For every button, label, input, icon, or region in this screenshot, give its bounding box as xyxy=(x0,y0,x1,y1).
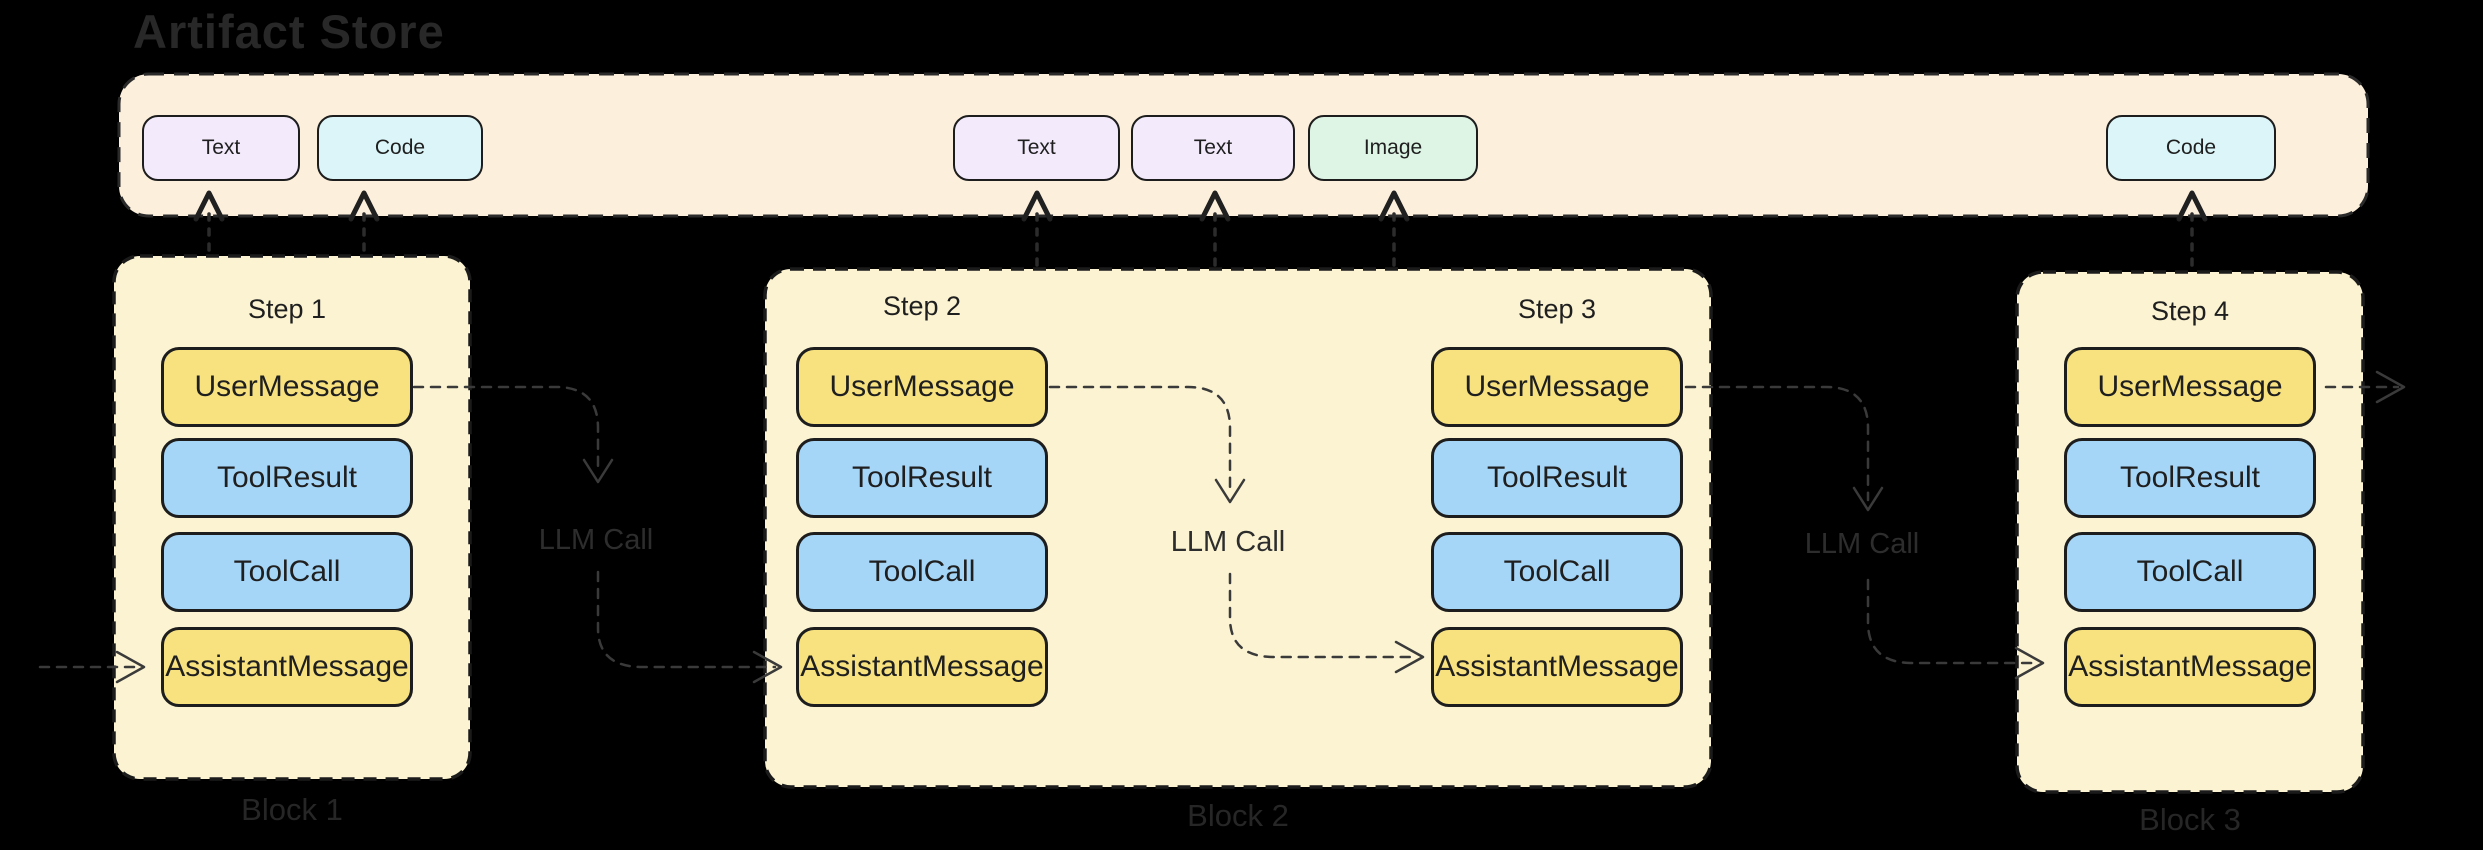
arrow-llmcall-step4 xyxy=(1866,578,2039,665)
step-4-assistant-message: AssistantMessage xyxy=(2064,627,2316,707)
step-2-user-message: UserMessage xyxy=(796,347,1048,427)
artifact-chip-text-1: Text xyxy=(142,115,300,181)
artifact-chip-code-2: Code xyxy=(2106,115,2276,181)
step-2-assistant-message: AssistantMessage xyxy=(796,627,1048,707)
step-2-tool-call: ToolCall xyxy=(796,532,1048,612)
block-2-label: Block 2 xyxy=(1187,798,1289,833)
page-title: Artifact Store xyxy=(133,5,445,58)
step-1-assistant-message: AssistantMessage xyxy=(161,627,413,707)
step-4-user-message: UserMessage xyxy=(2064,347,2316,427)
step-3-tool-result: ToolResult xyxy=(1431,438,1683,518)
step-3-assistant-message: AssistantMessage xyxy=(1431,627,1683,707)
llm-call-label-1: LLM Call xyxy=(538,524,654,556)
block-1-label: Block 1 xyxy=(241,792,343,827)
arrow-llmcall-step3 xyxy=(1228,572,1419,659)
flow-connectors xyxy=(38,370,2406,684)
step-3-tool-call: ToolCall xyxy=(1431,532,1683,612)
block-3-label: Block 3 xyxy=(2139,802,2241,837)
step-1-tool-result: ToolResult xyxy=(161,438,413,518)
step-4-title: Step 4 xyxy=(2150,296,2230,326)
step-2-tool-result: ToolResult xyxy=(796,438,1048,518)
artifact-chip-text-3: Text xyxy=(1131,115,1295,181)
llm-call-label-3: LLM Call xyxy=(1804,528,1920,560)
step-1-title: Step 1 xyxy=(247,294,327,324)
step-3-title: Step 3 xyxy=(1517,294,1597,324)
step-4-tool-call: ToolCall xyxy=(2064,532,2316,612)
store-upload-arrows xyxy=(193,190,2208,270)
arrow-step3-llmcall xyxy=(1684,385,1870,502)
llm-call-label-2: LLM Call xyxy=(1170,526,1286,558)
arrow-llmcall-step2 xyxy=(596,570,777,669)
step-1-user-message: UserMessage xyxy=(161,347,413,427)
artifact-chip-text-2: Text xyxy=(953,115,1120,181)
step-1-tool-call: ToolCall xyxy=(161,532,413,612)
artifact-chip-code-1: Code xyxy=(317,115,483,181)
arrow-step2-llmcall xyxy=(1048,385,1232,494)
step-2-title: Step 2 xyxy=(882,291,962,321)
artifact-chip-image: Image xyxy=(1308,115,1478,181)
step-3-user-message: UserMessage xyxy=(1431,347,1683,427)
arrow-step1-llmcall xyxy=(412,385,600,474)
step-4-tool-result: ToolResult xyxy=(2064,438,2316,518)
